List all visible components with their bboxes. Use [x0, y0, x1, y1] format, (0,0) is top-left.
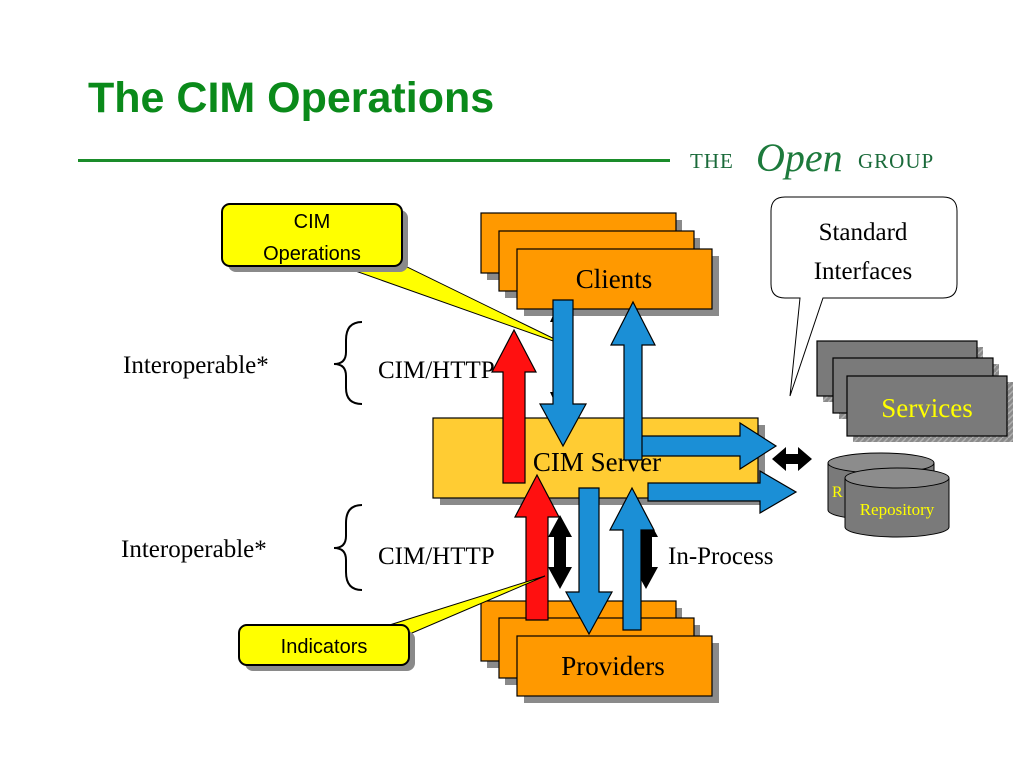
cim-operations-line2: Operations [263, 243, 361, 265]
standard-interfaces-callout [770, 196, 958, 397]
providers-stack [480, 600, 719, 703]
cim-operations-callout [221, 203, 408, 272]
page-title: The CIM Operations [88, 74, 495, 122]
services-repository-double-arrow [772, 447, 812, 471]
services-label: Services [881, 393, 972, 423]
standard-interfaces-line1: Standard [819, 219, 908, 246]
top-brace [333, 321, 363, 405]
logo-group: GROUP [858, 149, 935, 173]
server-to-repository-arrow [647, 469, 798, 515]
bottom-brace [333, 504, 363, 591]
bottom-blue-arrow-down [564, 487, 614, 636]
clients-label: Clients [576, 264, 653, 294]
bottom-left-black-double-arrow [548, 515, 572, 589]
bottom-blue-arrow-up [609, 486, 655, 631]
top-blue-arrow-up [610, 300, 656, 461]
logo-the: THE [690, 149, 734, 173]
indicators-callout [238, 624, 415, 671]
repository-front-cylinder [844, 467, 950, 538]
standard-interfaces-line2: Interfaces [814, 258, 913, 285]
providers-label: Providers [561, 651, 665, 681]
indicators-label: Indicators [281, 636, 368, 658]
title-underline [78, 159, 670, 162]
repository-label: Repository [860, 500, 935, 519]
top-red-arrow-up [491, 328, 537, 484]
in-process-label: In-Process [668, 543, 774, 570]
interoperable-bottom-label: Interoperable* [121, 536, 267, 563]
cim-http-bottom-label: CIM/HTTP [378, 543, 495, 570]
cim-http-top-label: CIM/HTTP [378, 357, 495, 384]
logo-open: Open [756, 135, 843, 180]
clients-stack [480, 212, 719, 316]
open-group-logo: THE Open GROUP [690, 135, 960, 184]
server-to-services-arrow [631, 421, 778, 471]
repository-back-label: R [832, 484, 843, 501]
top-blue-arrow-down [538, 299, 588, 448]
services-stack [816, 340, 1013, 442]
interoperable-top-label: Interoperable* [123, 352, 269, 379]
cim-operations-line1: CIM [294, 211, 331, 233]
